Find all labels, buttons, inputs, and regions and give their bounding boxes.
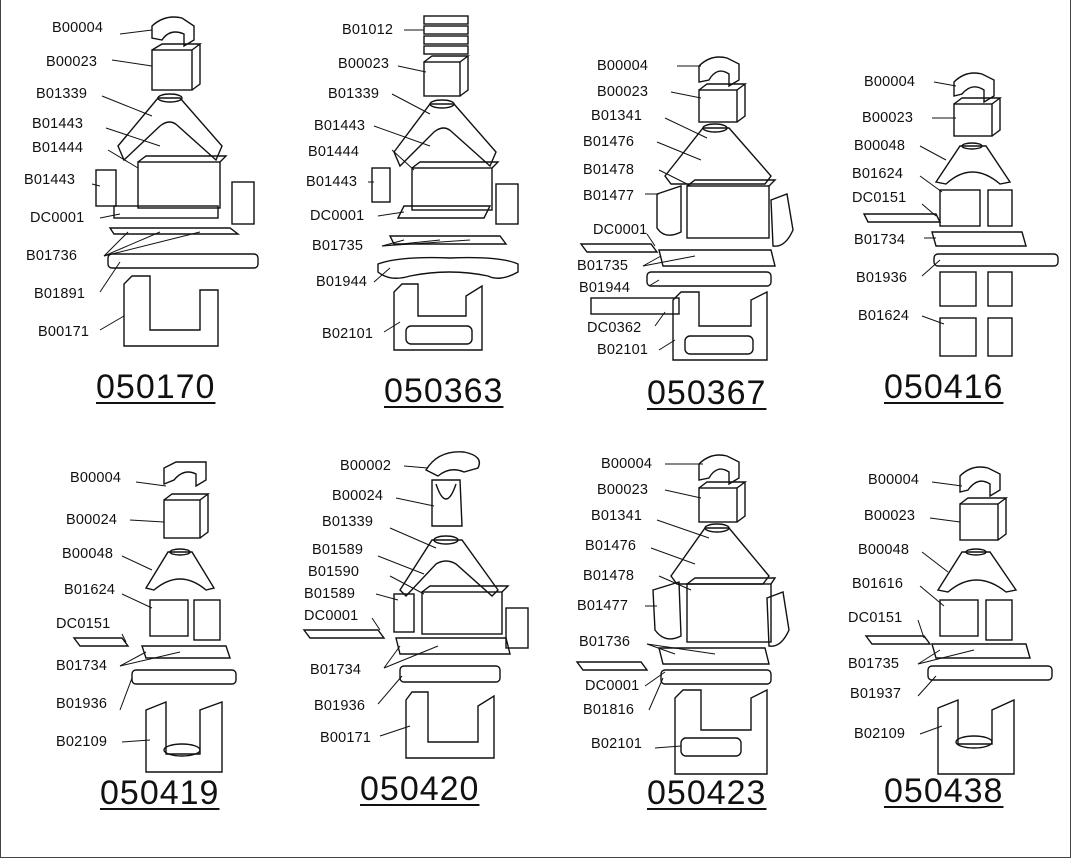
- part-label: B00004: [601, 456, 653, 472]
- panel-050416: B00004 B00023 B00048 B01624 DC0151 B0173…: [840, 0, 1071, 420]
- exploded-view-050367: [579, 56, 794, 361]
- part-label: B00004: [70, 470, 122, 486]
- model-number: 050420: [360, 770, 480, 808]
- part-label: B01444: [32, 140, 84, 156]
- part-label: B01734: [854, 232, 906, 248]
- exploded-view-050170: [91, 16, 259, 347]
- part-label: B01341: [591, 508, 643, 524]
- exploded-view-050416: [862, 72, 1059, 357]
- part-label: B01944: [579, 280, 631, 296]
- part-label: DC0001: [585, 678, 640, 694]
- part-label: B00002: [340, 458, 392, 474]
- part-label: B01589: [312, 542, 364, 558]
- part-label: B01476: [585, 538, 637, 554]
- part-label: B01624: [858, 308, 910, 324]
- part-label: B02109: [56, 734, 108, 750]
- part-label: DC0151: [852, 190, 907, 206]
- part-label: B01616: [852, 576, 904, 592]
- model-number: 050423: [647, 774, 767, 812]
- part-label: B01477: [583, 188, 635, 204]
- exploded-view-050438: [864, 466, 1053, 775]
- panel-050170: B00004 B00023 B01339 B01443 B01444 B0144…: [20, 0, 280, 420]
- part-label: B00048: [858, 542, 910, 558]
- part-label: B02101: [322, 326, 374, 342]
- part-label: B01339: [328, 86, 380, 102]
- part-label: B01012: [342, 22, 394, 38]
- part-label: B00004: [868, 472, 920, 488]
- panel-050363: B01012 B00023 B01339 B01443 B01444 B0144…: [300, 0, 560, 420]
- part-label: B01339: [36, 86, 88, 102]
- part-label: B01443: [24, 172, 76, 188]
- part-label: B01734: [310, 662, 362, 678]
- part-label: B00023: [597, 84, 649, 100]
- panel-050420: B00002 B00024 B01339 B01589 B01590 B0158…: [300, 440, 560, 860]
- part-label: B01444: [308, 144, 360, 160]
- part-label: B01891: [34, 286, 86, 302]
- part-label: B01443: [306, 174, 358, 190]
- part-label: B01734: [56, 658, 108, 674]
- model-number: 050367: [647, 374, 767, 412]
- part-label: DC0001: [593, 222, 648, 238]
- part-label: B00171: [38, 324, 90, 340]
- part-label: B01478: [583, 162, 635, 178]
- part-label: B01624: [64, 582, 116, 598]
- part-label: B00024: [66, 512, 118, 528]
- part-label: B01478: [583, 568, 635, 584]
- part-label: B02101: [591, 736, 643, 752]
- part-label: B02109: [854, 726, 906, 742]
- part-label: B01624: [852, 166, 904, 182]
- part-label: B01443: [32, 116, 84, 132]
- part-label: B01944: [316, 274, 368, 290]
- part-label: B01443: [314, 118, 366, 134]
- part-label: B01590: [308, 564, 360, 580]
- part-label: B01937: [850, 686, 902, 702]
- exploded-view-050419: [72, 461, 237, 773]
- model-number: 050363: [384, 372, 504, 410]
- part-label: B00024: [332, 488, 384, 504]
- model-number: 050419: [100, 774, 220, 812]
- model-number: 050416: [884, 368, 1004, 406]
- part-label: B01476: [583, 134, 635, 150]
- model-number: 050438: [884, 772, 1004, 810]
- part-label: B00023: [338, 56, 390, 72]
- part-label: B01589: [304, 586, 356, 602]
- exploded-view-050420: [302, 451, 529, 759]
- part-label: B00171: [320, 730, 372, 746]
- part-label: B01936: [314, 698, 366, 714]
- part-label: B00048: [854, 138, 906, 154]
- part-label: B02101: [597, 342, 649, 358]
- part-label: B01936: [56, 696, 108, 712]
- part-label: B00004: [864, 74, 916, 90]
- panel-050438: B00004 B00023 B00048 B01616 DC0151 B0173…: [840, 440, 1071, 860]
- part-label: B01736: [579, 634, 631, 650]
- part-label: B00023: [864, 508, 916, 524]
- part-label: B01736: [26, 248, 78, 264]
- part-label: B01735: [312, 238, 364, 254]
- part-label: B00004: [597, 58, 649, 74]
- part-label: DC0001: [30, 210, 85, 226]
- part-label: B00023: [597, 482, 649, 498]
- panel-050423: B00004 B00023 B01341 B01476 B01478 B0147…: [575, 440, 835, 860]
- part-label: DC0151: [56, 616, 111, 632]
- part-label: B00023: [862, 110, 914, 126]
- exploded-view-050423: [575, 454, 790, 775]
- part-label: B01816: [583, 702, 635, 718]
- panel-050367: B00004 B00023 B01341 B01476 B01478 B0147…: [575, 0, 835, 420]
- part-label: B01339: [322, 514, 374, 530]
- panel-050419: B00004 B00024 B00048 B01624 DC0151 B0173…: [50, 440, 310, 860]
- part-label: B00048: [62, 546, 114, 562]
- part-label: DC0001: [310, 208, 365, 224]
- part-label: DC0362: [587, 320, 642, 336]
- part-label: DC0001: [304, 608, 359, 624]
- part-label: B01477: [577, 598, 629, 614]
- exploded-view-050363: [368, 15, 519, 351]
- part-label: B01341: [591, 108, 643, 124]
- part-label: B01936: [856, 270, 908, 286]
- part-label: DC0151: [848, 610, 903, 626]
- part-label: B00023: [46, 54, 98, 70]
- part-label: B00004: [52, 20, 104, 36]
- part-label: B01735: [848, 656, 900, 672]
- model-number: 050170: [96, 368, 216, 406]
- part-label: B01735: [577, 258, 629, 274]
